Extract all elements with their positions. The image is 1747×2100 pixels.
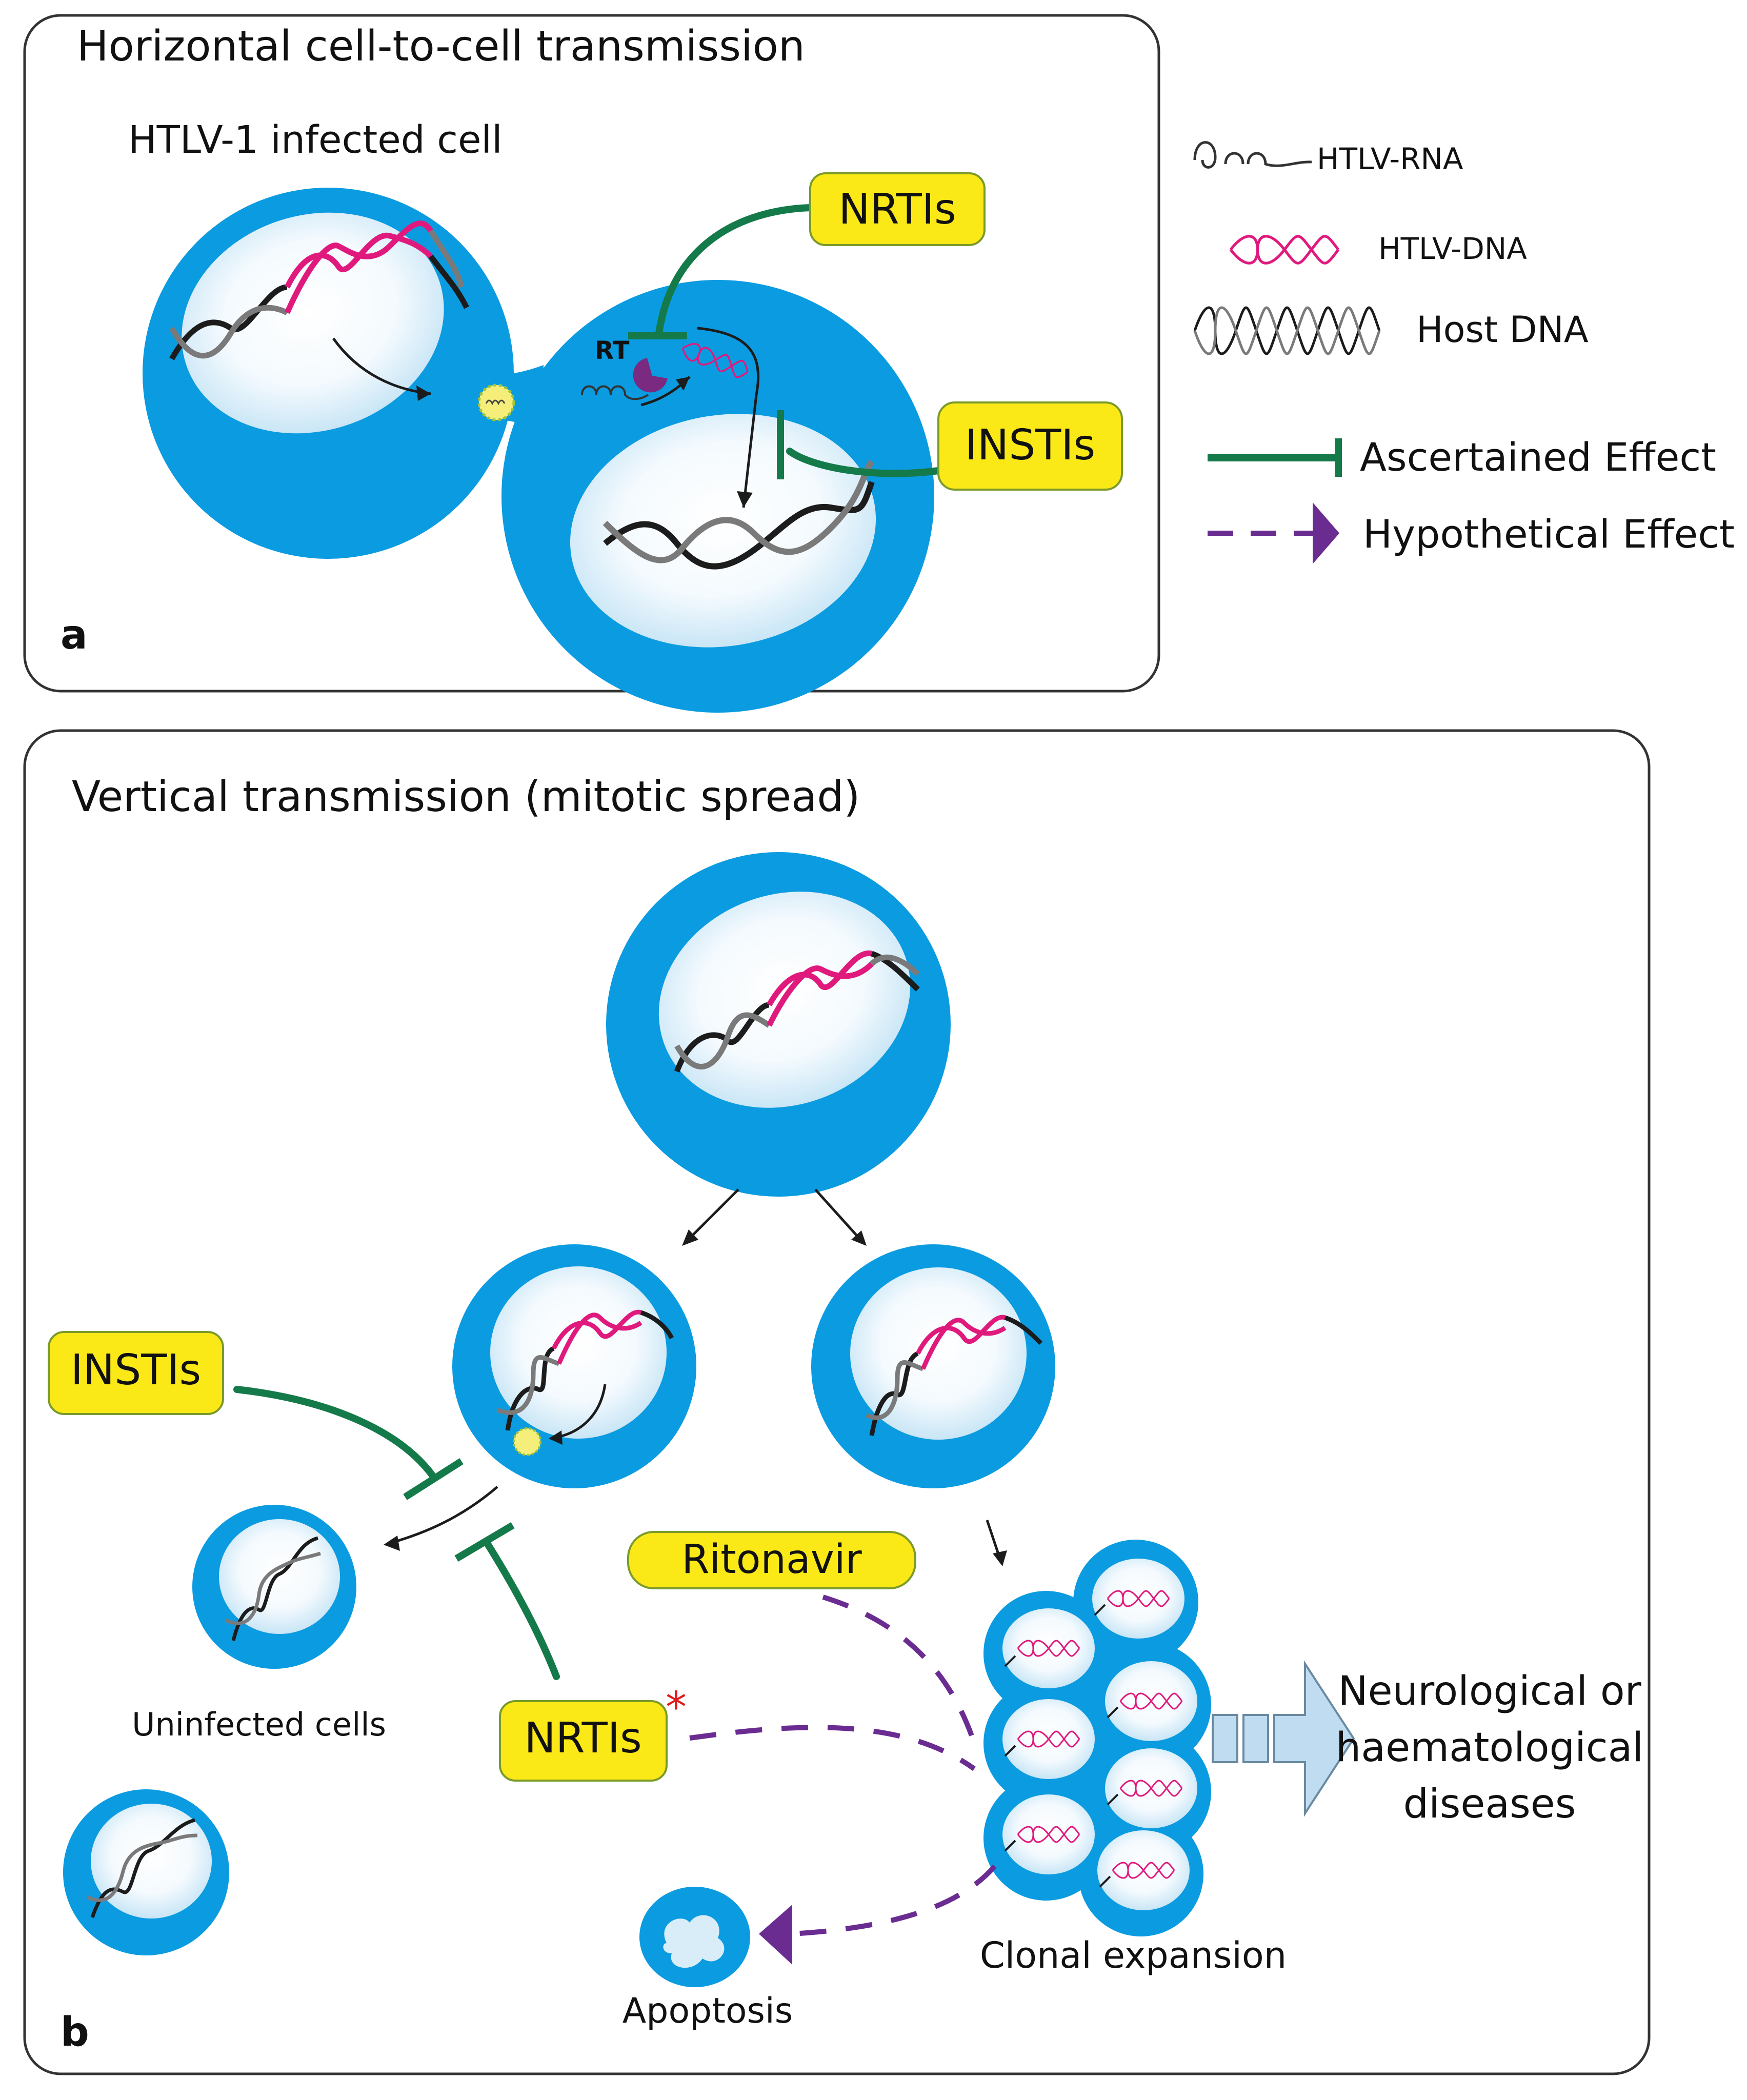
ritonavir-hypothetical-line: [822, 1594, 977, 1744]
host-dna-helix-icon: [1193, 306, 1381, 355]
daughter-cell-right: [811, 1244, 1055, 1488]
drug-label-instis-b: INSTIs: [71, 1346, 202, 1395]
clonal-expansion-label: Clonal expansion: [980, 1934, 1287, 1976]
apoptosis-arrowhead: [759, 1905, 792, 1965]
virion-icon: [477, 383, 515, 421]
division-arrow-left: [686, 1188, 739, 1242]
uninfected-cell-2: [63, 1789, 229, 1955]
inhibition-bar-icon: [1208, 438, 1342, 477]
panel-b-title: Vertical transmission (mitotic spread): [72, 773, 860, 821]
uninfected-cell-1: [192, 1505, 356, 1669]
rt-label: RT: [595, 336, 630, 365]
drug-badge-nrtis-b: [499, 1700, 668, 1782]
viral-rna-icon: [581, 385, 649, 400]
rna-squiggle-icon: [1193, 141, 1312, 169]
drug-badge-ritonavir: [627, 1531, 916, 1589]
transmission-arrow: [389, 1486, 498, 1545]
daughter-cell-left: [452, 1244, 696, 1488]
nrtis-b-inhibition-line: [484, 1540, 560, 1680]
infected-cell-pair: [143, 188, 934, 713]
apoptosis-hypothetical-line: [792, 1864, 997, 1936]
uninfected-label: Uninfected cells: [132, 1706, 386, 1743]
drug-label-ritonavir: Ritonavir: [681, 1537, 862, 1583]
legend-ascertained-label: Ascertained Effect: [1360, 434, 1716, 480]
infected-cell-label: HTLV-1 infected cell: [128, 118, 503, 162]
division-arrow-right: [814, 1188, 862, 1242]
mother-cell: [606, 852, 951, 1197]
clone-arrow: [986, 1520, 1001, 1559]
legend: HTLV-RNA HTLV-DNA Host DNA Ascertained E…: [1193, 141, 1735, 564]
drug-label-nrtis-b: NRTIs: [524, 1714, 641, 1763]
disease-label-line2: haematological: [1336, 1725, 1643, 1771]
apoptosis-label: Apoptosis: [623, 1991, 793, 2031]
division-arrowhead-left: [682, 1229, 698, 1246]
instis-b-inhibition-line: [233, 1386, 437, 1480]
panel-a-title: Horizontal cell-to-cell transmission: [77, 22, 805, 71]
drug-label-instis-a: INSTIs: [965, 421, 1096, 470]
integrated-provirus-left: [169, 220, 469, 360]
drug-badge-instis-a: [937, 401, 1123, 491]
nrtis-b-inhibition-bar: [454, 1522, 515, 1562]
drug-badge-nrtis-a: [809, 172, 986, 246]
legend-rna-label: HTLV-RNA: [1317, 142, 1463, 176]
instis-b-inhibition-bar: [403, 1458, 464, 1500]
legend-viral-dna-label: HTLV-DNA: [1378, 231, 1527, 266]
apoptotic-cell: [639, 1887, 750, 1987]
rt-arrowhead: [676, 377, 690, 391]
nrtis-inhibition-line: [655, 204, 814, 337]
drug-badge-instis-b: [48, 1331, 224, 1415]
transmission-arrowhead: [384, 1536, 400, 1551]
division-arrowhead-right: [851, 1230, 867, 1246]
budding-arrowhead: [416, 386, 431, 401]
legend-host-dna-label: Host DNA: [1416, 309, 1589, 351]
disease-label-line3: diseases: [1403, 1781, 1576, 1827]
dashed-arrow-icon: [1208, 502, 1339, 564]
nrtis-hypothetical-line: [689, 1725, 976, 1771]
virion-icon-b: [513, 1427, 541, 1456]
clonal-expansion-cluster: [983, 1540, 1211, 1936]
panel-a-letter: a: [61, 612, 88, 658]
clone-arrowhead: [993, 1550, 1007, 1566]
panel-b-letter: b: [61, 2009, 89, 2055]
legend-hypothetical-label: Hypothetical Effect: [1363, 511, 1735, 557]
nucleus-right: [570, 414, 876, 648]
nrtis-asterisk: *: [666, 1683, 687, 1732]
integration-arrowhead: [737, 491, 753, 508]
disease-arrow-icon: [1212, 1660, 1355, 1817]
host-dna-right: [603, 459, 875, 570]
viral-dna-helix-icon: [1231, 236, 1338, 264]
rt-enzyme-icon: [633, 358, 668, 393]
integration-arrow: [697, 327, 760, 508]
instis-inhibition-line: [786, 448, 942, 477]
drug-label-nrtis-a: NRTIs: [838, 185, 956, 234]
disease-label-line1: Neurological or: [1338, 1668, 1641, 1714]
